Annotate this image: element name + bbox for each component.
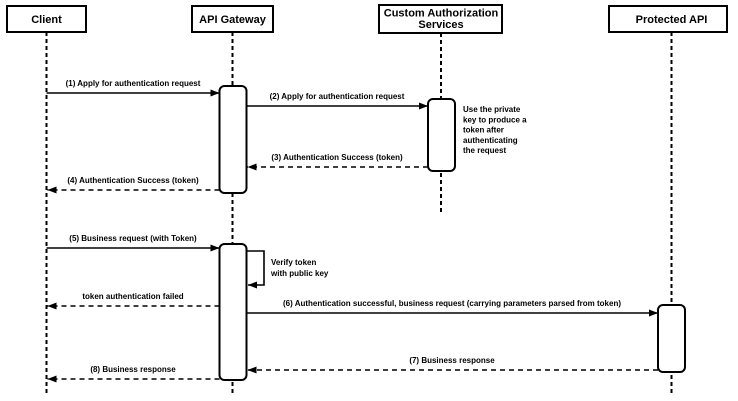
message-3-label: (3) Authentication Success (token) [271, 153, 403, 162]
note-private-key-line2: key to produce a [463, 115, 527, 124]
message-4-auth-success: (4) Authentication Success (token) [47, 176, 220, 194]
participant-protected-api-box [608, 5, 728, 33]
activation-api-gateway-auth [218, 85, 248, 194]
participant-protected-api-label: Protected API [636, 14, 708, 26]
note-private-key-line5: the request [463, 146, 506, 155]
participant-api-gateway-label: API Gateway [199, 14, 267, 26]
message-8-business-response: (8) Business response [47, 365, 220, 383]
participant-custom-authorization-services-box [378, 4, 503, 34]
message-7-business-response: (7) Business response [247, 356, 658, 374]
message-8-label: (8) Business response [90, 365, 176, 374]
message-1-label: (1) Apply for authentication request [66, 79, 201, 88]
message-token-auth-failed-label: token authentication failed [82, 292, 183, 301]
note-private-key-line1: Use the private [463, 105, 521, 114]
message-4-label: (4) Authentication Success (token) [67, 176, 199, 185]
self-message-verify-token-line2: with public key [270, 269, 329, 278]
activation-custom-authorization-services [427, 98, 456, 172]
message-7-label: (7) Business response [409, 356, 495, 365]
self-message-verify-token: Verify token with public key [246, 250, 329, 289]
activation-protected-api [657, 304, 686, 373]
participant-custom-authorization-services: Custom Authorization Services [378, 4, 503, 34]
participant-api-gateway: API Gateway [191, 5, 274, 33]
participant-client: Client [6, 5, 87, 33]
message-3-auth-success: (3) Authentication Success (token) [247, 153, 428, 171]
message-token-auth-failed: token authentication failed [47, 292, 220, 310]
message-2-label: (2) Apply for authentication request [270, 92, 405, 101]
self-message-verify-token-line1: Verify token [271, 258, 316, 267]
participant-api-gateway-box [191, 5, 274, 33]
message-2-apply-authentication: (2) Apply for authentication request [246, 92, 428, 110]
self-message-verify-token-path [246, 250, 265, 289]
note-private-key: Use the private key to produce a token a… [463, 105, 527, 155]
note-private-key-line4: authenticating [463, 136, 518, 145]
note-private-key-line3: token after [463, 126, 504, 135]
participant-client-label: Client [31, 14, 62, 26]
participant-custom-authorization-services-label-line2: Services [418, 19, 463, 31]
participant-protected-api: Protected API [608, 5, 728, 33]
participant-client-box [6, 5, 87, 33]
participant-custom-authorization-services-label-line1: Custom Authorization [384, 8, 499, 20]
activation-api-gateway-business [218, 243, 248, 381]
message-5-label: (5) Business request (with Token) [69, 234, 197, 243]
message-6-auth-successful-business-request: (6) Authentication successful, business … [246, 299, 658, 317]
message-6-label: (6) Authentication successful, business … [283, 299, 621, 308]
message-5-business-request: (5) Business request (with Token) [46, 234, 220, 252]
message-1-apply-authentication: (1) Apply for authentication request [46, 79, 220, 97]
